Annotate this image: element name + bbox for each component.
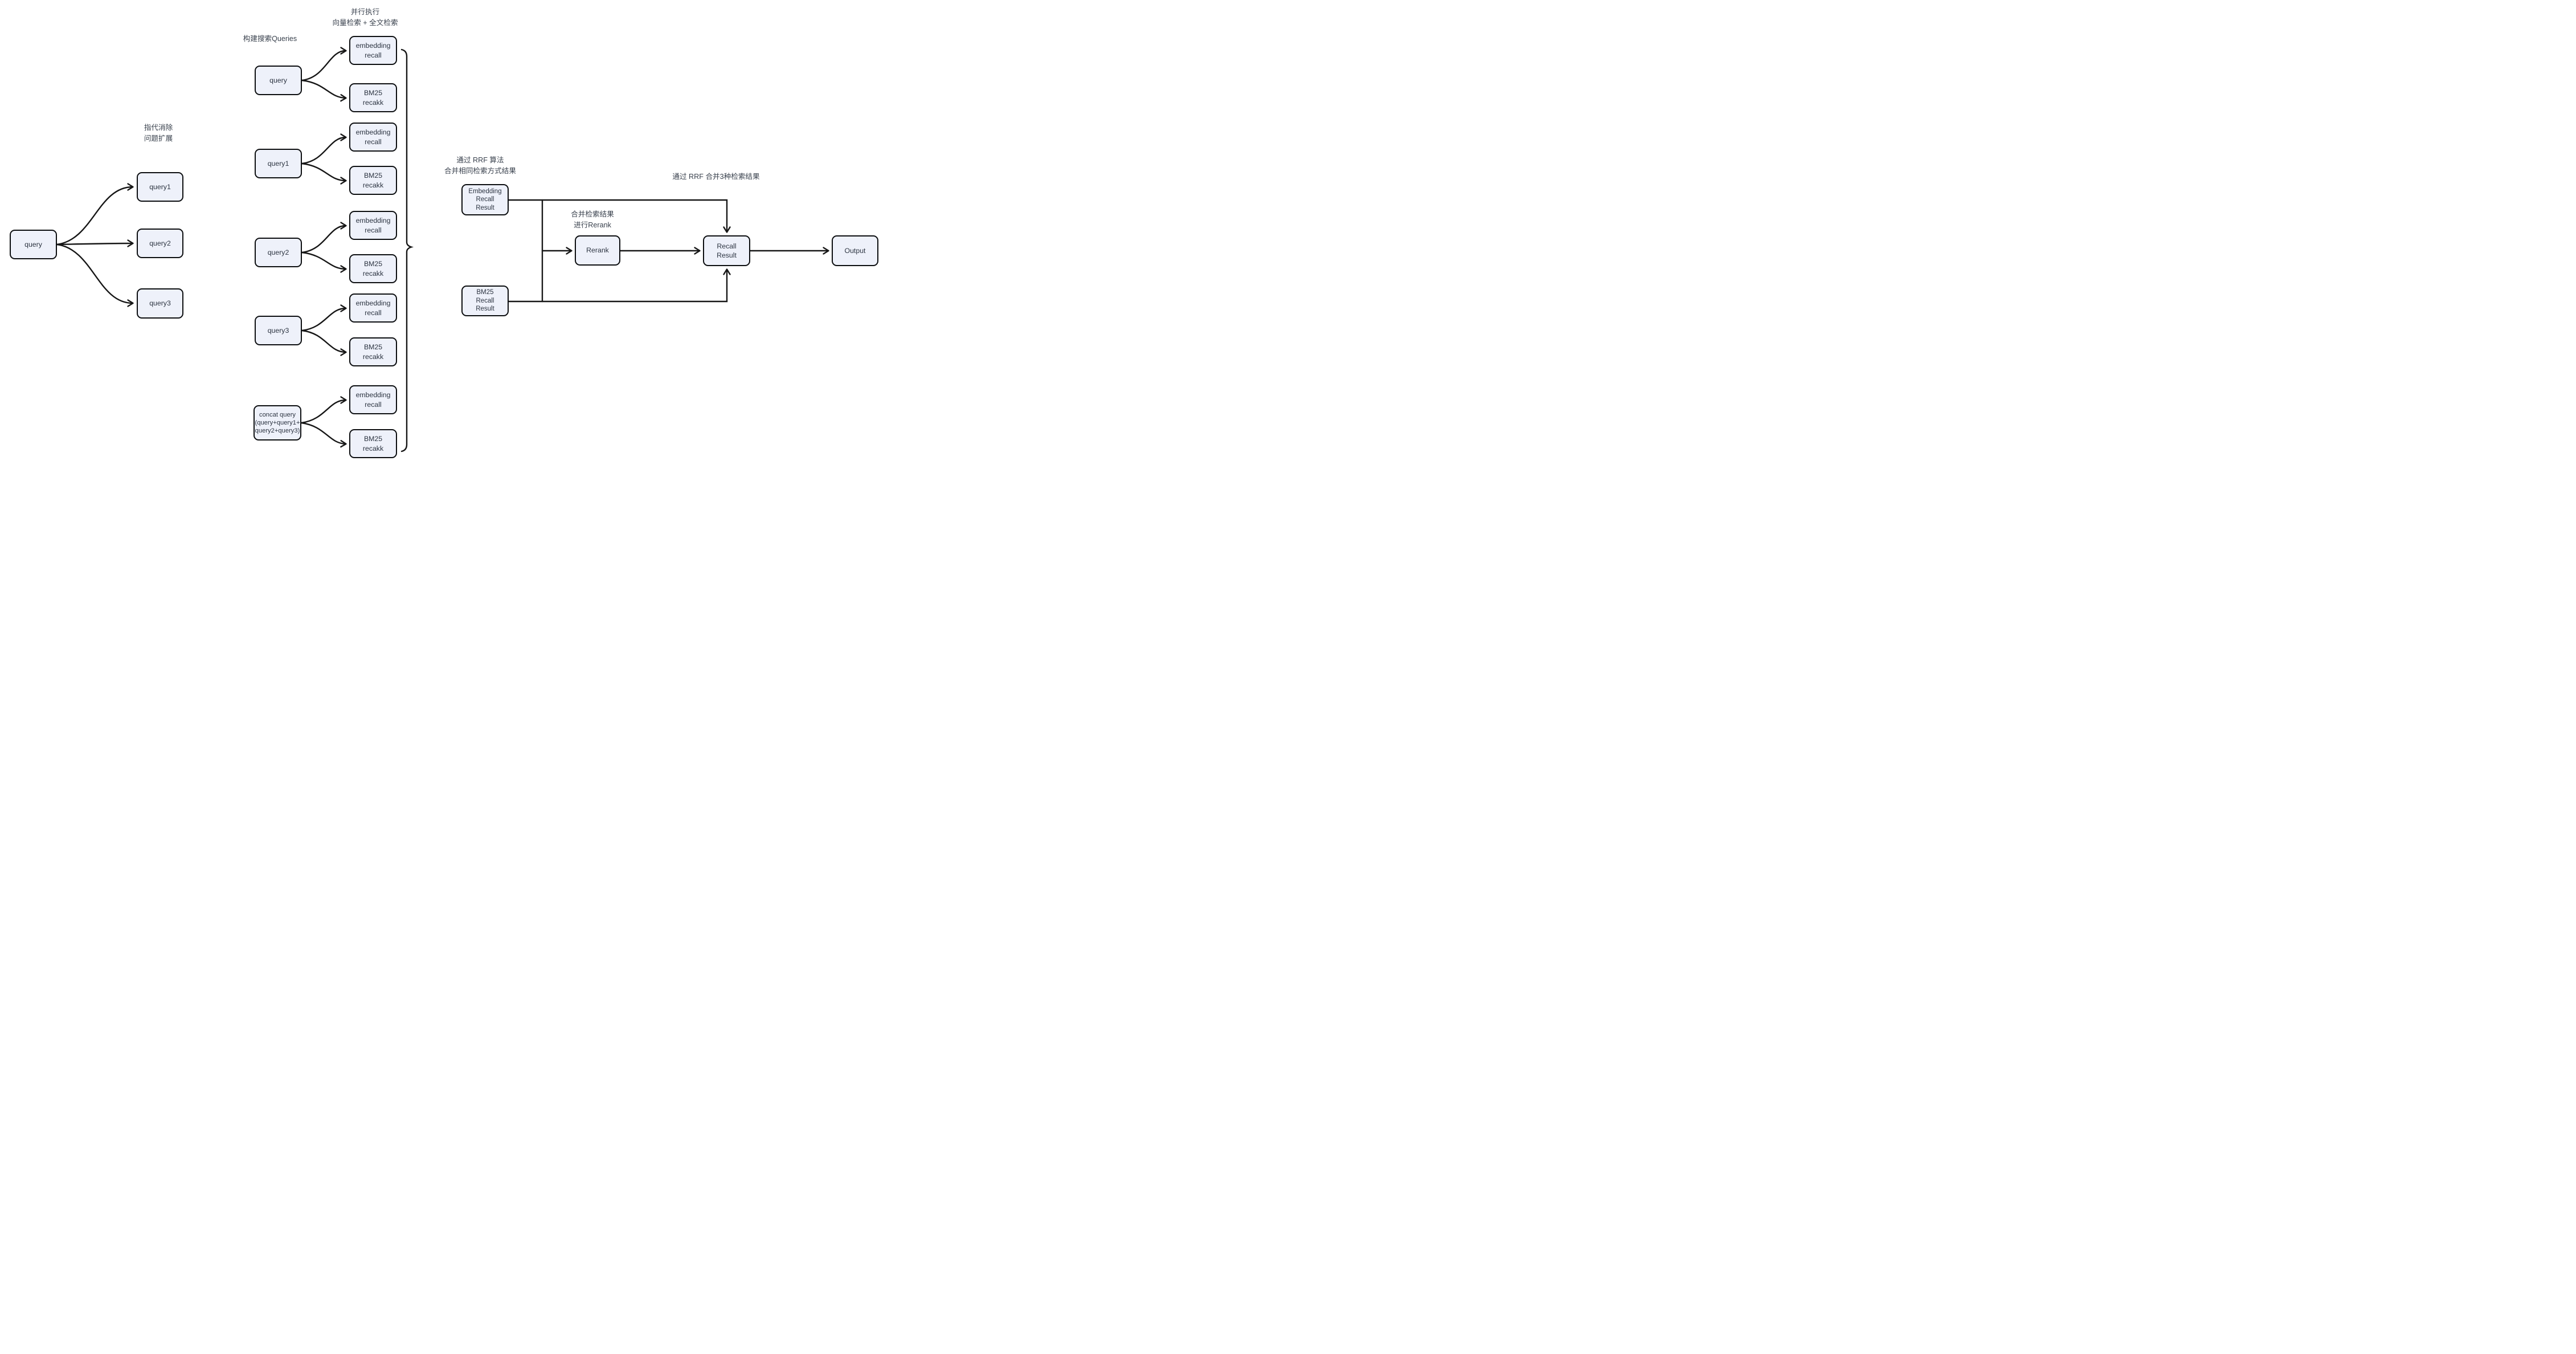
edge-mquery3-to-emb4 [301, 304, 347, 332]
note-build-queries: 构建搜索Queries [243, 35, 297, 43]
connector-layer [56, 47, 829, 452]
node-query3-mid: query3 [255, 316, 302, 345]
node-embedding-recall-3: embedding recall [349, 211, 397, 240]
edge-mquery-to-bm1 [301, 79, 347, 102]
node-bm25-recakk-4: BM25 recakk [349, 337, 397, 366]
edge-mquery3-to-bm4 [301, 329, 347, 356]
node-query1-mid: query1 [255, 149, 302, 178]
node-output: Output [832, 235, 878, 266]
note-rrf-merge-same-method: 通过 RRF 算法 合并相同检索方式结果 [444, 156, 516, 175]
node-bm25-recakk-5: BM25 recakk [349, 429, 397, 458]
edge-mquery2-to-bm3 [301, 251, 347, 273]
node-bm25-recakk-1: BM25 recakk [349, 83, 397, 112]
node-embedding-recall-5: embedding recall [349, 385, 397, 414]
node-query-left: query [10, 230, 57, 259]
edge-mquery-to-emb1 [301, 47, 347, 81]
node-bm25-recakk-2: BM25 recakk [349, 166, 397, 195]
note-parallel-execution: 并行执行 向量检索 + 全文检索 [332, 8, 398, 27]
note-coreference-expansion: 指代消除 问题扩展 [144, 124, 173, 142]
edge-query-to-query1 [56, 183, 134, 246]
node-recall-result: Recall Result [703, 235, 750, 266]
edge-mquery2-to-emb3 [301, 222, 347, 254]
edge-concat-to-emb5 [300, 396, 347, 424]
edge-bm25res-to-recallres [508, 268, 731, 303]
note-merge-and-rerank: 合并检索结果 进行Rerank [571, 210, 614, 229]
edge-query-to-query2 [56, 239, 134, 247]
node-embedding-recall-2: embedding recall [349, 123, 397, 152]
node-embedding-recall-1: embedding recall [349, 36, 397, 65]
node-embedding-recall-4: embedding recall [349, 293, 397, 323]
node-query2-left: query2 [137, 229, 183, 258]
note-rrf-merge-3-results: 通过 RRF 合并3种检索结果 [672, 173, 760, 181]
node-query1-left: query1 [137, 172, 183, 202]
node-query3-left: query3 [137, 288, 183, 319]
flow-diagram: 并行执行 向量检索 + 全文检索 构建搜索Queries 指代消除 问题扩展 通… [0, 0, 889, 467]
node-bm25-recall-result: BM25 Recall Result [461, 286, 509, 316]
node-embedding-recall-result: Embedding Recall Result [461, 184, 509, 215]
edge-mquery1-to-emb2 [301, 133, 347, 165]
edge-mquery1-to-bm2 [301, 162, 347, 185]
node-query-mid: query [255, 66, 302, 95]
edge-embres-to-recallres [508, 199, 731, 233]
node-query2-mid: query2 [255, 238, 302, 267]
node-bm25-recakk-3: BM25 recakk [349, 254, 397, 283]
edge-query-to-query3 [56, 243, 134, 307]
curly-brace [400, 48, 414, 452]
node-concat-query: concat query (query+query1+ query2+query… [253, 405, 301, 441]
edge-concat-to-bm5 [300, 422, 347, 448]
node-rerank: Rerank [575, 235, 620, 266]
